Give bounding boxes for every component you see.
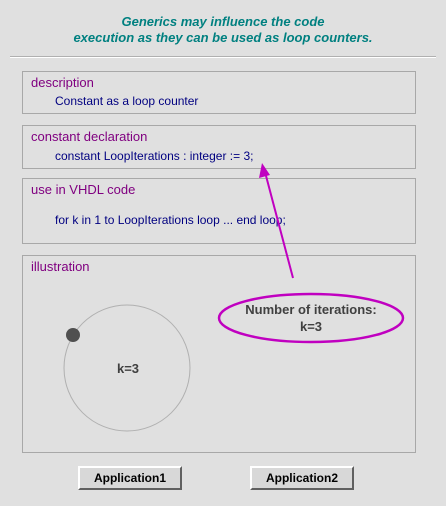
callout-line-1: Number of iterations:	[245, 302, 377, 317]
description-text: Constant as a loop counter	[55, 94, 199, 108]
description-title: description	[31, 75, 94, 90]
application2-button[interactable]: Application2	[250, 466, 354, 490]
constant-declaration-title: constant declaration	[31, 129, 148, 144]
callout-arrow-head	[259, 163, 270, 178]
illustration-panel: illustration	[22, 255, 416, 453]
callout-ellipse	[217, 292, 405, 344]
constant-declaration-code: constant LoopIterations : integer := 3;	[55, 149, 254, 163]
callout-line-2: k=3	[299, 319, 323, 334]
header-divider	[10, 56, 436, 58]
callout-arrow-line	[264, 171, 294, 279]
iterations-callout: Number of iterations: k=3	[218, 293, 404, 343]
vhdl-use-panel: use in VHDL code for k in 1 to LoopItera…	[22, 178, 416, 244]
header-line-2: execution as they can be used as loop co…	[73, 30, 373, 45]
application1-button[interactable]: Application1	[78, 466, 182, 490]
loop-counter-label: k=3	[116, 361, 140, 376]
vhdl-use-code: for k in 1 to LoopIterations loop ... en…	[55, 213, 286, 227]
loop-circle	[63, 304, 191, 432]
vhdl-use-title: use in VHDL code	[31, 182, 136, 197]
loop-position-dot	[66, 328, 80, 342]
constant-declaration-panel: constant declaration constant LoopIterat…	[22, 125, 416, 169]
header-line-1: Generics may influence the code	[121, 14, 325, 29]
description-panel: description Constant as a loop counter	[22, 71, 416, 114]
illustration-title: illustration	[31, 259, 90, 274]
page-header: Generics may influence the code executio…	[0, 14, 446, 46]
